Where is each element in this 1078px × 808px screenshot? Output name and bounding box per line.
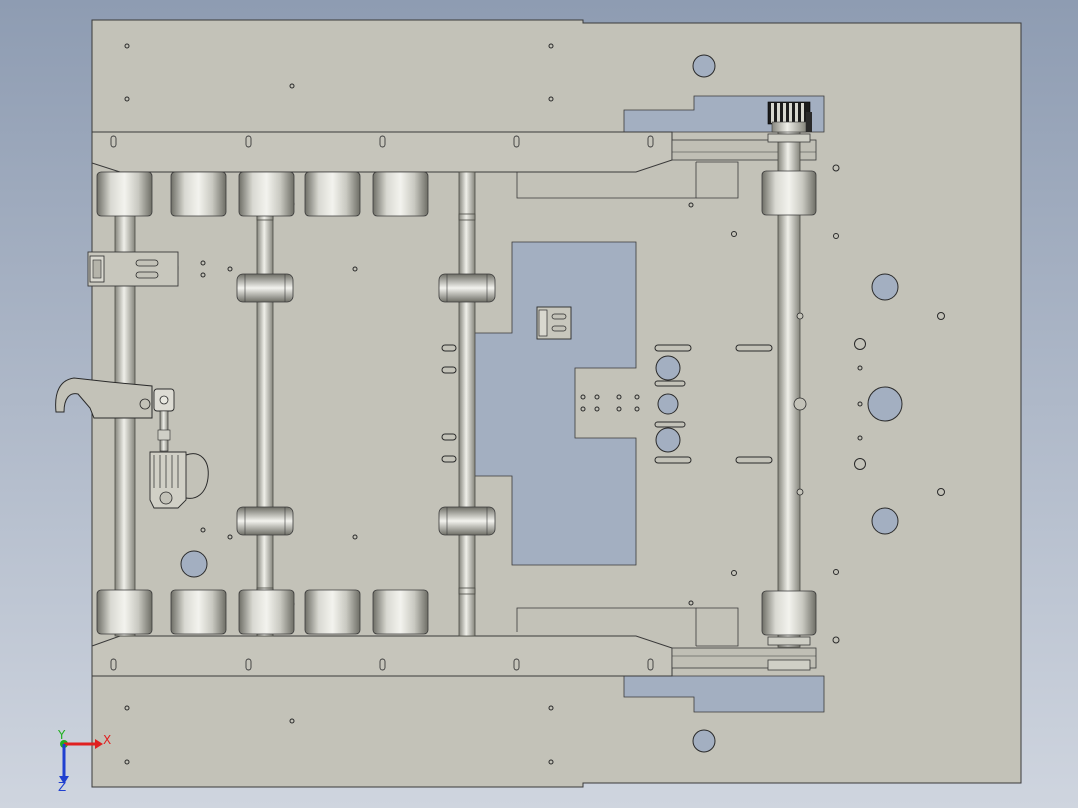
top-rail-channel — [516, 162, 697, 199]
drive-roller-bottom[interactable] — [761, 590, 817, 636]
y-axis-label: Y — [57, 728, 66, 742]
lever-hook[interactable] — [55, 377, 153, 419]
top-side-rail[interactable] — [91, 131, 673, 173]
top-roller-3[interactable] — [238, 171, 295, 217]
mounting-holes — [124, 43, 945, 765]
bottom-roller-2[interactable] — [170, 589, 227, 635]
bottom-roller-5[interactable] — [372, 589, 429, 635]
drive-rollers[interactable] — [761, 170, 817, 636]
sensor-bracket[interactable] — [536, 306, 572, 340]
top-rollers[interactable] — [96, 171, 429, 217]
bottom-roller-3[interactable] — [238, 589, 295, 635]
z-axis-label: Z — [58, 780, 66, 794]
slotted-holes — [441, 344, 773, 464]
z-axis-arrowhead — [59, 776, 69, 784]
top-roller-2[interactable] — [170, 171, 227, 217]
top-roller-1[interactable] — [96, 171, 153, 217]
top-roller-4[interactable] — [304, 171, 361, 217]
x-axis-arrowhead — [95, 739, 103, 749]
pneumatic-cylinder[interactable] — [139, 388, 209, 509]
drive-bearing-blocks — [767, 133, 811, 671]
bottom-rollers[interactable] — [96, 589, 429, 635]
bottom-rail-channel-end — [696, 607, 739, 647]
shaft-side-marks — [793, 312, 807, 496]
guide-wheel-4[interactable] — [438, 506, 496, 536]
left-clamp-bracket[interactable] — [87, 251, 179, 287]
shaft-2[interactable] — [256, 171, 274, 637]
rail-slots — [110, 135, 654, 671]
drive-roller-top[interactable] — [761, 170, 817, 216]
coordinate-triad: X Y Z — [57, 728, 111, 794]
bottom-roller-4[interactable] — [304, 589, 361, 635]
bottom-roller-1[interactable] — [96, 589, 153, 635]
bottom-rail-channel — [516, 607, 697, 646]
guide-wheel-grooves — [244, 274, 488, 535]
shaft-3[interactable] — [458, 171, 476, 637]
top-rail-channel-end — [696, 161, 739, 199]
guide-wheel-3[interactable] — [438, 273, 496, 303]
guide-wheel-1[interactable] — [236, 273, 294, 303]
x-axis-label: X — [103, 733, 111, 747]
guide-wheel-2[interactable] — [236, 506, 294, 536]
guide-wheels[interactable] — [236, 273, 496, 536]
bottom-right-cutout — [623, 675, 825, 713]
top-roller-5[interactable] — [372, 171, 429, 217]
timing-pulley[interactable] — [767, 101, 812, 133]
